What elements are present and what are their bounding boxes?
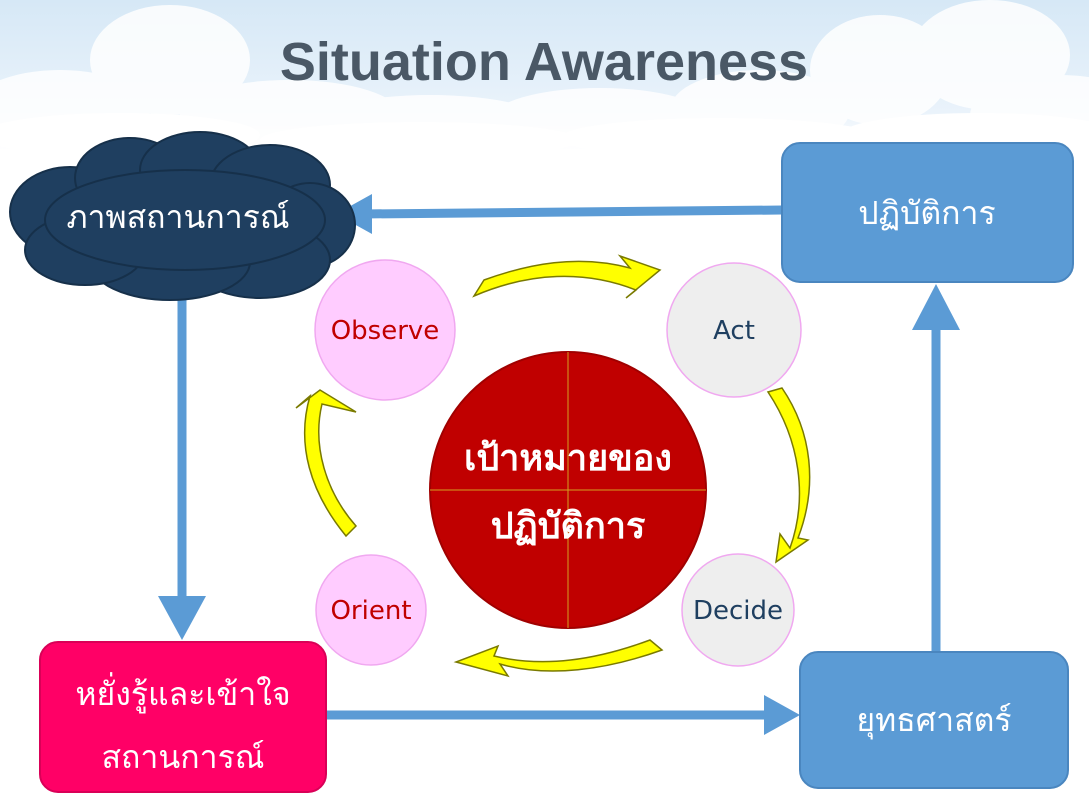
- situation-picture-node: ภาพสถานการณ์: [9, 131, 356, 301]
- orient-circle: Orient: [315, 554, 427, 666]
- curved-arrow-act-to-decide: [766, 387, 811, 564]
- objective-center: เป้าหมายของ ปฏิบัติการ: [429, 351, 707, 629]
- ooda-cycle-arrows: [295, 254, 811, 678]
- orient-label: Orient: [330, 596, 411, 626]
- flow-arrows: [158, 194, 960, 735]
- center-label-line1: เป้าหมายของ: [464, 438, 672, 479]
- page-title: Situation Awareness: [280, 32, 808, 92]
- situation-picture-label: ภาพสถานการณ์: [66, 198, 289, 236]
- observe-label: Observe: [331, 316, 440, 346]
- decide-label: Decide: [693, 596, 783, 626]
- sense-understand-label-line2: สถานการณ์: [102, 738, 265, 776]
- arrow-head-down: [158, 596, 206, 640]
- operations-label: ปฏิบัติการ: [858, 194, 995, 232]
- sense-understand-label-line1: หยั่งรู้และเข้าใจ: [75, 672, 290, 714]
- arrow-head-right: [764, 695, 800, 735]
- operations-node: ปฏิบัติการ: [781, 142, 1074, 283]
- curved-arrow-decide-to-orient: [453, 639, 664, 678]
- curved-arrow-orient-to-observe: [295, 389, 358, 538]
- arrow-head-up: [912, 284, 960, 330]
- center-label-line2: ปฏิบัติการ: [491, 506, 646, 547]
- act-label: Act: [713, 316, 755, 346]
- curved-arrow-observe-to-act: [472, 254, 662, 299]
- decide-circle: Decide: [681, 553, 795, 667]
- observe-circle: Observe: [314, 259, 456, 401]
- act-circle: Act: [666, 262, 802, 398]
- strategy-label: ยุทธศาสตร์: [856, 701, 1011, 740]
- strategy-node: ยุทธศาสตร์: [799, 651, 1069, 789]
- sense-understand-node: หยั่งรู้และเข้าใจ สถานการณ์: [39, 641, 327, 793]
- arrow-operations-to-picture: [361, 205, 783, 219]
